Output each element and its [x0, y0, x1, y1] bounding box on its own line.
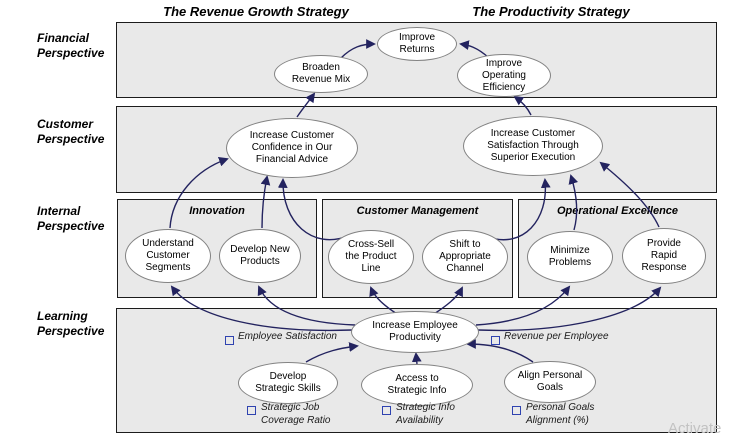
strategic-info-availability-bullet-icon: [382, 406, 391, 415]
node-develop-new-products: Develop New Products: [219, 229, 301, 283]
financial-perspective-label: Financial Perspective: [37, 31, 105, 60]
activate-watermark: Activate: [668, 420, 722, 437]
revenue-growth-strategy-header: The Revenue Growth Strategy: [163, 4, 349, 19]
customer-perspective-label: Customer Perspective: [37, 117, 105, 146]
node-develop-strategic-skills: Develop Strategic Skills: [238, 362, 338, 404]
productivity-strategy-header: The Productivity Strategy: [472, 4, 630, 19]
node-access-strategic-info: Access to Strategic Info: [361, 364, 473, 406]
strategic-job-coverage-bullet-icon: [247, 406, 256, 415]
personal-goals-alignment-measure: Personal Goals Alignment (%): [526, 402, 595, 426]
node-cross-sell-product-line: Cross-Sell the Product Line: [328, 230, 414, 284]
revenue-per-employee-bullet-icon: [491, 336, 500, 345]
innovation-group-label: Innovation: [189, 205, 245, 217]
personal-goals-alignment-bullet-icon: [512, 406, 521, 415]
node-increase-customer-confidence: Increase Customer Confidence in Our Fina…: [226, 118, 358, 178]
customer-band: [116, 106, 717, 193]
node-understand-customer-segments: Understand Customer Segments: [125, 229, 211, 283]
node-improve-operating-efficiency: Improve Operating Efficiency: [457, 54, 551, 97]
node-increase-employee-productivity: Increase Employee Productivity: [351, 311, 479, 353]
employee-satisfaction-measure: Employee Satisfaction: [238, 331, 337, 342]
employee-satisfaction-bullet-icon: [225, 336, 234, 345]
node-provide-rapid-response: Provide Rapid Response: [622, 228, 706, 284]
node-shift-appropriate-channel: Shift to Appropriate Channel: [422, 230, 508, 284]
internal-perspective-label: Internal Perspective: [37, 204, 105, 233]
strategic-job-coverage-measure: Strategic Job Coverage Ratio: [261, 402, 331, 426]
revenue-per-employee-measure: Revenue per Employee: [504, 331, 609, 342]
node-align-personal-goals: Align Personal Goals: [504, 361, 596, 403]
node-improve-returns: Improve Returns: [377, 27, 457, 61]
strategic-info-availability-measure: Strategic Info Availability: [396, 402, 455, 426]
operational-excellence-group-label: Operational Excellence: [556, 205, 679, 217]
node-increase-customer-satisfaction: Increase Customer Satisfaction Through S…: [463, 116, 603, 176]
node-minimize-problems: Minimize Problems: [527, 231, 613, 283]
learning-perspective-label: Learning Perspective: [37, 309, 105, 338]
node-broaden-revenue-mix: Broaden Revenue Mix: [274, 55, 368, 93]
customer-management-group-label: Customer Management: [356, 205, 479, 217]
